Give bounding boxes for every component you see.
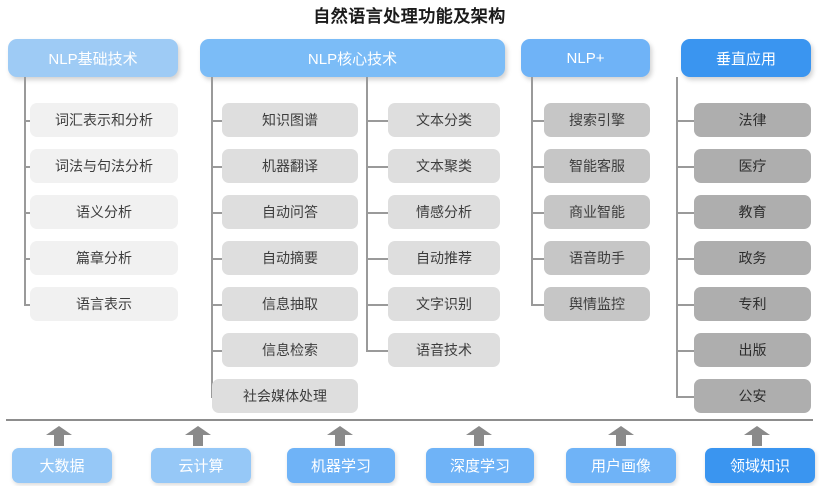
foundation-item-1[interactable]: 云计算: [151, 448, 251, 483]
header-nlp-basic[interactable]: NLP基础技术: [8, 39, 178, 77]
item-core-right-5[interactable]: 语音技术: [388, 333, 500, 367]
connector-branch-plus-2: [531, 212, 551, 214]
item-plus-4[interactable]: 舆情监控: [544, 287, 650, 321]
foundation-divider: [6, 419, 813, 421]
arrow-up-icon-3: [466, 426, 492, 446]
item-core-right-1[interactable]: 文本聚类: [388, 149, 500, 183]
header-nlp-core[interactable]: NLP核心技术: [200, 39, 505, 77]
item-plus-0[interactable]: 搜索引擎: [544, 103, 650, 137]
item-core-left-4[interactable]: 信息抽取: [222, 287, 358, 321]
connector-branch-vertical-3: [676, 258, 696, 260]
connector-branch-vertical-6: [676, 396, 696, 398]
item-core-right-0[interactable]: 文本分类: [388, 103, 500, 137]
item-plus-3[interactable]: 语音助手: [544, 241, 650, 275]
connector-branch-core-right-0: [366, 120, 388, 122]
item-core-left-2[interactable]: 自动问答: [222, 195, 358, 229]
connector-trunk-core-right: [366, 77, 368, 352]
connector-trunk-basic: [24, 77, 26, 306]
item-core-right-2[interactable]: 情感分析: [388, 195, 500, 229]
item-plus-2[interactable]: 商业智能: [544, 195, 650, 229]
item-basic-3[interactable]: 篇章分析: [30, 241, 178, 275]
connector-branch-core-right-4: [366, 304, 388, 306]
connector-trunk-core-left: [211, 77, 213, 398]
arrow-up-icon-4: [608, 426, 634, 446]
header-vertical-app[interactable]: 垂直应用: [681, 39, 811, 77]
foundation-item-4[interactable]: 用户画像: [566, 448, 676, 483]
connector-branch-vertical-0: [676, 120, 696, 122]
foundation-item-5[interactable]: 领域知识: [705, 448, 815, 483]
connector-trunk-plus: [531, 77, 533, 306]
item-vertical-3[interactable]: 政务: [694, 241, 811, 275]
item-vertical-0[interactable]: 法律: [694, 103, 811, 137]
item-plus-1[interactable]: 智能客服: [544, 149, 650, 183]
item-core-right-4[interactable]: 文字识别: [388, 287, 500, 321]
item-core-left-1[interactable]: 机器翻译: [222, 149, 358, 183]
foundation-item-2[interactable]: 机器学习: [287, 448, 395, 483]
item-basic-0[interactable]: 词汇表示和分析: [30, 103, 178, 137]
arrow-up-icon-0: [46, 426, 72, 446]
connector-branch-plus-1: [531, 166, 551, 168]
connector-branch-plus-3: [531, 258, 551, 260]
foundation-item-3[interactable]: 深度学习: [426, 448, 534, 483]
connector-branch-vertical-5: [676, 350, 696, 352]
item-core-left-0[interactable]: 知识图谱: [222, 103, 358, 137]
arrow-up-icon-2: [327, 426, 353, 446]
item-vertical-6[interactable]: 公安: [694, 379, 811, 413]
arrow-up-icon-5: [744, 426, 770, 446]
item-vertical-2[interactable]: 教育: [694, 195, 811, 229]
header-nlp-plus[interactable]: NLP+: [521, 39, 650, 77]
item-basic-1[interactable]: 词法与句法分析: [30, 149, 178, 183]
page-title: 自然语言处理功能及架构: [313, 7, 506, 26]
connector-branch-core-right-2: [366, 212, 388, 214]
item-core-left-5[interactable]: 信息检索: [222, 333, 358, 367]
connector-branch-core-right-5: [366, 350, 388, 352]
item-vertical-5[interactable]: 出版: [694, 333, 811, 367]
foundation-item-0[interactable]: 大数据: [12, 448, 112, 483]
connector-branch-vertical-4: [676, 304, 696, 306]
connector-branch-core-right-1: [366, 166, 388, 168]
arrow-up-icon-1: [185, 426, 211, 446]
item-core-left-6[interactable]: 社会媒体处理: [212, 379, 358, 413]
item-vertical-4[interactable]: 专利: [694, 287, 811, 321]
connector-trunk-vertical: [676, 77, 678, 398]
connector-branch-vertical-1: [676, 166, 696, 168]
item-core-right-3[interactable]: 自动推荐: [388, 241, 500, 275]
item-core-left-3[interactable]: 自动摘要: [222, 241, 358, 275]
connector-branch-plus-4: [531, 304, 551, 306]
connector-branch-plus-0: [531, 120, 551, 122]
connector-branch-core-right-3: [366, 258, 388, 260]
item-vertical-1[interactable]: 医疗: [694, 149, 811, 183]
connector-branch-vertical-2: [676, 212, 696, 214]
item-basic-4[interactable]: 语言表示: [30, 287, 178, 321]
item-basic-2[interactable]: 语义分析: [30, 195, 178, 229]
